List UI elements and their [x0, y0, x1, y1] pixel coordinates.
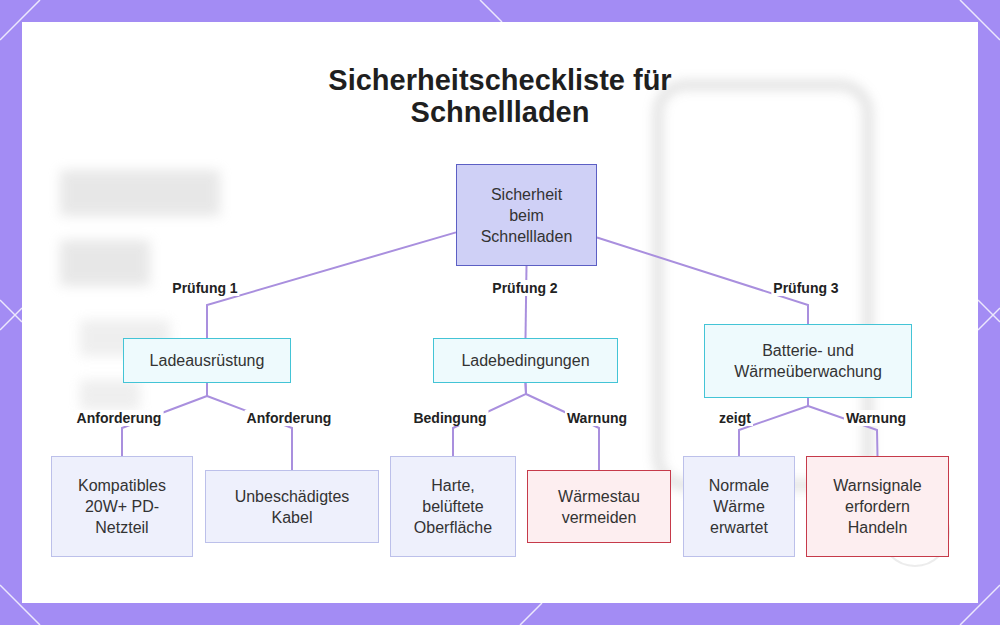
warning-box: Wärmestau vermeiden [527, 470, 671, 543]
node-text: Warnsignale erfordern Handeln [817, 475, 938, 538]
node-text: Unbeschädigtes Kabel [216, 486, 368, 528]
item-box: Harte, belüftete Oberfläche [390, 456, 516, 557]
item-box: Kompatibles 20W+ PD-Netzteil [51, 456, 193, 557]
category-box: Batterie- und Wärmeüberwachung [704, 324, 912, 398]
category-box: Ladebedingungen [433, 338, 618, 383]
connector [739, 398, 808, 456]
node-text: Batterie- und Wärmeüberwachung [715, 340, 901, 382]
edge-label: zeigt [717, 410, 753, 426]
connector [526, 383, 600, 470]
edge-label: Warnung [565, 410, 629, 426]
connector [526, 266, 527, 338]
connector [207, 383, 292, 470]
node-text: Kompatibles 20W+ PD-Netzteil [62, 475, 182, 538]
edge-label: Bedingung [411, 410, 488, 426]
edge-label: Prüfung 2 [490, 280, 559, 296]
connector [808, 398, 878, 456]
edge-label: Anforderung [245, 410, 334, 426]
node-text: Wärmestau vermeiden [538, 486, 660, 528]
diagram-title: Sicherheitscheckliste für Schnellladen [280, 64, 720, 128]
node-text: Ladebedingungen [461, 350, 589, 371]
warning-box: Warnsignale erfordern Handeln [806, 456, 949, 557]
edge-label: Prüfung 1 [170, 280, 239, 296]
node-text: Harte, belüftete Oberfläche [401, 475, 505, 538]
node-text: Sicherheit beim Schnellladen [477, 184, 576, 247]
edge-label: Warnung [844, 410, 908, 426]
node-text: Ladeausrüstung [150, 350, 265, 371]
category-box: Ladeausrüstung [123, 338, 291, 383]
connector [207, 232, 456, 338]
item-box: Unbeschädigtes Kabel [205, 470, 379, 543]
edge-label: Prüfung 3 [771, 280, 840, 296]
item-box: Normale Wärme erwartet [683, 456, 795, 557]
root-box: Sicherheit beim Schnellladen [456, 164, 597, 266]
node-text: Normale Wärme erwartet [694, 475, 784, 538]
edge-label: Anforderung [75, 410, 164, 426]
